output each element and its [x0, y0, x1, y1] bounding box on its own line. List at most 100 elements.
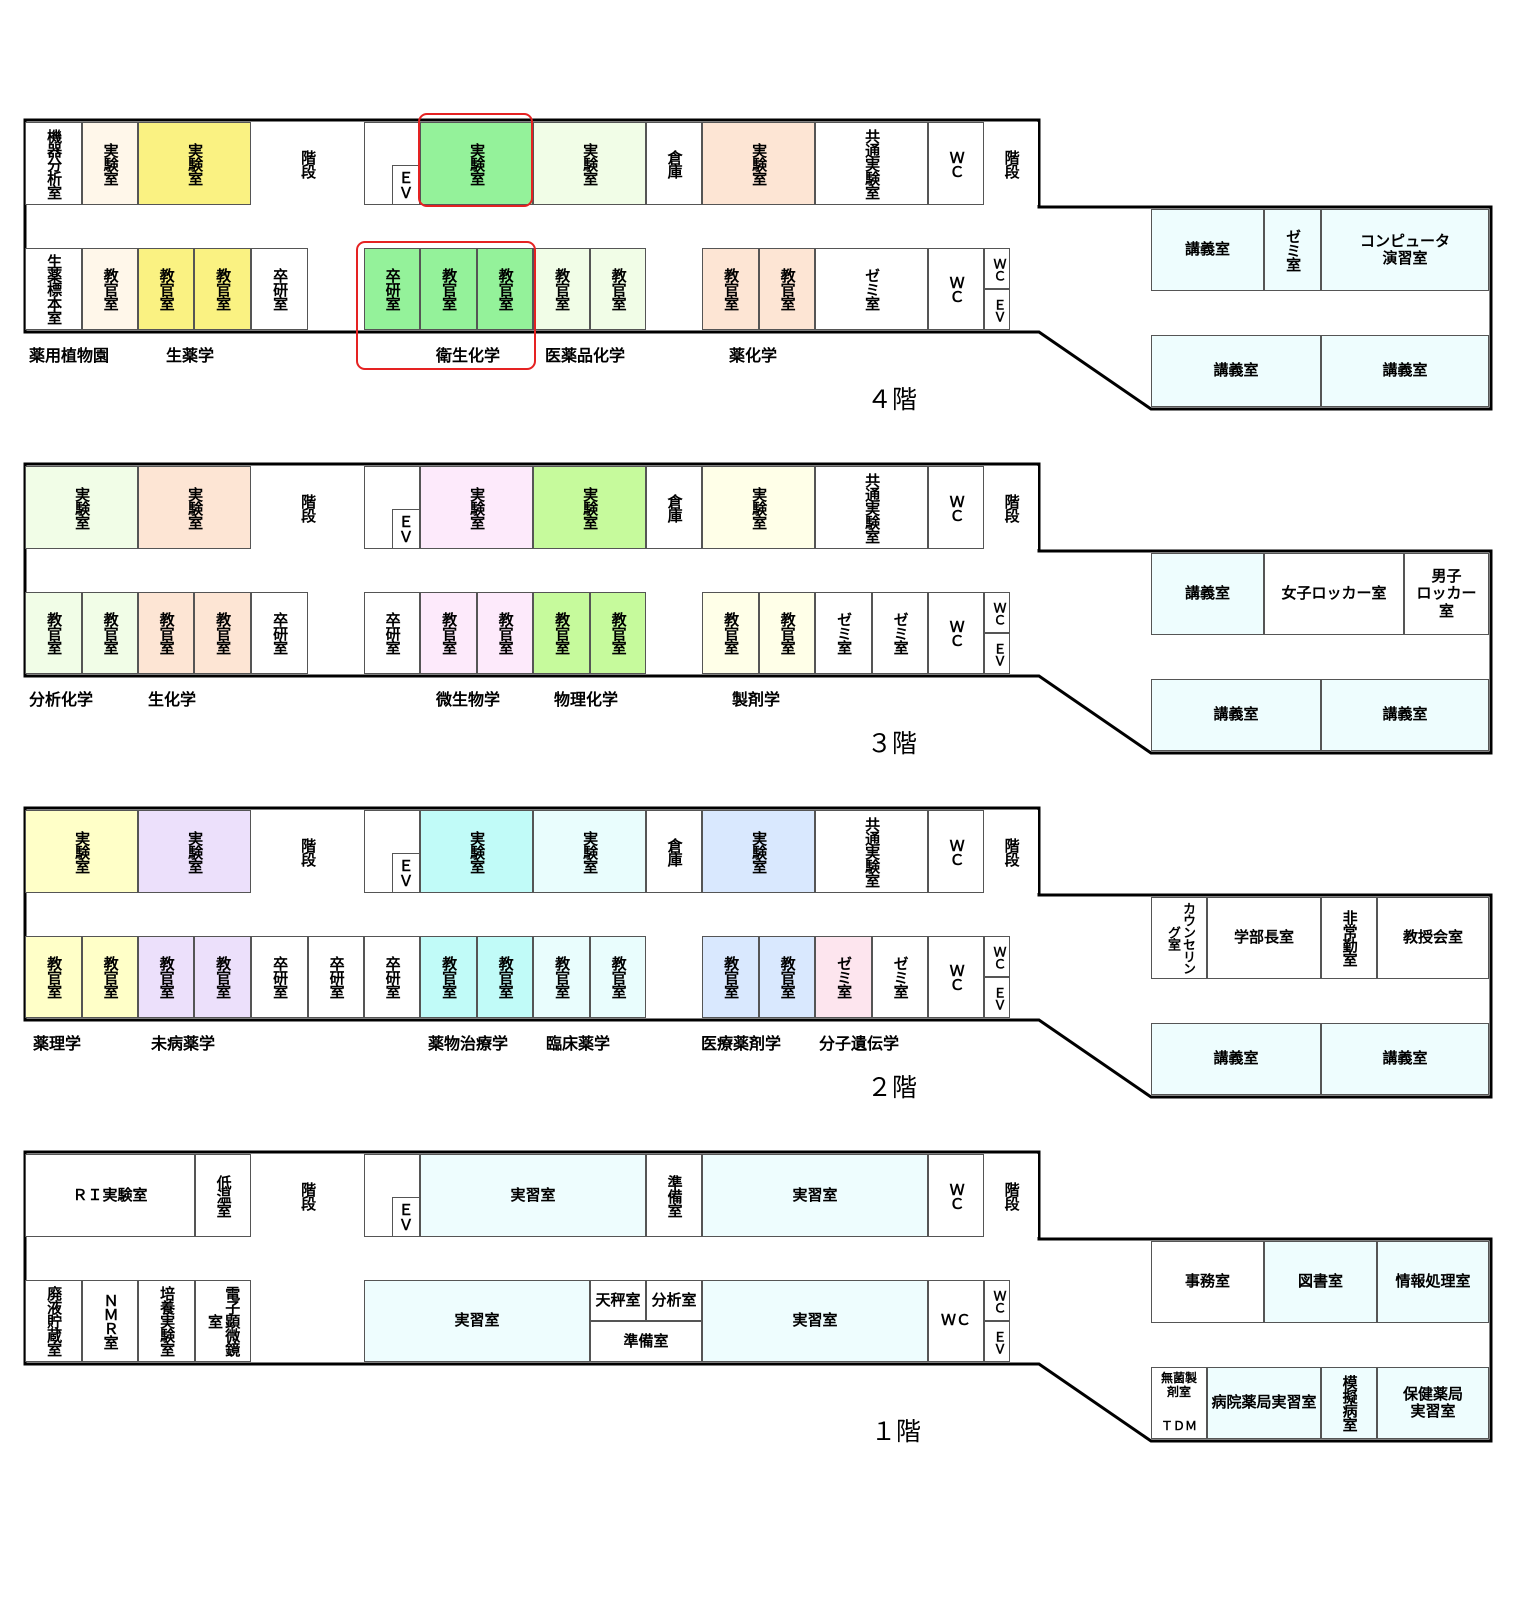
room-thesis: 卒研室: [308, 936, 364, 1018]
room-faculty: 教官室: [477, 592, 533, 674]
room-lecture: 講義室: [1151, 553, 1264, 635]
floor-title: １階: [871, 1417, 922, 1446]
room-lab: 実験室: [138, 810, 251, 893]
room-lab: 実験室: [533, 122, 646, 205]
room-prep: 準備室: [646, 1154, 702, 1237]
room-mock-ward: 模擬病室: [1321, 1367, 1377, 1439]
room-dean: 学部長室: [1207, 897, 1321, 979]
room-wc: ＷＣ: [928, 936, 984, 1018]
dept-label: 医薬品化学: [545, 346, 626, 365]
room-lecture: 講義室: [1321, 335, 1489, 407]
room-faculty: 教官室: [477, 936, 533, 1018]
room-practice: 実習室: [702, 1154, 928, 1237]
room-wc: ＷＣ: [928, 592, 984, 674]
room-faculty: 教官室: [759, 248, 815, 330]
room-thesis: 卒研室: [251, 592, 308, 674]
room-office: 事務室: [1151, 1241, 1264, 1323]
room-faculty: 教官室: [138, 936, 194, 1018]
dept-label: 未病薬学: [151, 1034, 216, 1053]
room-stairs: 階段: [251, 466, 364, 549]
room-computer-lab: コンピュータ 演習室: [1321, 209, 1489, 291]
room-balance: 天秤室: [590, 1280, 646, 1321]
room-thesis: 卒研室: [251, 248, 308, 330]
room-electron-microscope: 電子顕微鏡室: [195, 1280, 251, 1362]
room-lab: 実験室: [25, 466, 138, 549]
room-faculty: 教官室: [759, 592, 815, 674]
room-common-lab: 共通実験室: [815, 466, 928, 549]
room-stairs: 階段: [251, 810, 364, 893]
elevator: ＥＶ: [392, 165, 420, 205]
room-seminar: ゼミ室: [815, 248, 928, 330]
room-lecture: 講義室: [1321, 679, 1489, 751]
room-faculty: 教官室: [533, 248, 590, 330]
room-community-pharmacy-practice: 保健薬局 実習室: [1377, 1367, 1489, 1439]
room-seminar: ゼミ室: [815, 936, 872, 1018]
room-nmr: ＮＭＲ室: [82, 1280, 138, 1362]
room-storage: 倉庫: [646, 122, 702, 205]
room-faculty: 教官室: [759, 936, 815, 1018]
room-faculty: 教官室: [702, 936, 759, 1018]
floor-3-plan: 実験室 実験室 階段 ＥＶ 実験室 実験室 倉庫 実験室 共通実験室 ＷＣ 階段…: [0, 457, 1513, 758]
dept-label: 物理化学: [554, 690, 619, 709]
floor-title: ４階: [867, 385, 918, 414]
room-faculty: 教官室: [590, 248, 646, 330]
room-waste-storage: 廃液貯蔵室: [25, 1280, 82, 1362]
room-wc: ＷＣ: [928, 466, 984, 549]
room-lab: 実験室: [533, 466, 646, 549]
room-herbarium: 生薬標本室: [25, 248, 82, 330]
room-hospital-pharmacy-practice: 病院薬局実習室: [1207, 1367, 1321, 1439]
room-faculty: 教官室: [590, 592, 646, 674]
room-cold: 低温室: [195, 1154, 251, 1237]
room-faculty: 教官室: [82, 936, 138, 1018]
room-info-processing: 情報処理室: [1377, 1241, 1489, 1323]
room-library: 図書室: [1264, 1241, 1377, 1323]
room-instrument-analysis: 機器分析室: [25, 122, 82, 205]
dept-label: 生化学: [148, 690, 197, 709]
room-counseling: カウンセリング室: [1151, 897, 1207, 979]
floor-2-plan: 実験室 実験室 階段 ＥＶ 実験室 実験室 倉庫 実験室 共通実験室 ＷＣ 階段…: [0, 801, 1513, 1102]
room-lab: 実験室: [25, 810, 138, 893]
room-faculty: 教官室: [702, 248, 759, 330]
elevator: ＥＶ: [392, 853, 420, 893]
room-ri-lab: ＲＩ実験室: [25, 1154, 195, 1237]
room-faculty: 教官室: [194, 936, 251, 1018]
floor-4-outline: [23, 118, 1493, 411]
elevator-small: ＥＶ: [984, 633, 1010, 674]
room-women-locker: 女子ロッカー室: [1264, 553, 1404, 635]
room-wc-small: ＷＣ: [984, 1280, 1010, 1321]
room-faculty: 教官室: [420, 592, 477, 674]
room-lab: 実験室: [702, 466, 815, 549]
floor-title: ２階: [867, 1073, 918, 1102]
room-common-lab: 共通実験室: [815, 122, 928, 205]
room-faculty: 教官室: [533, 592, 590, 674]
room-wc: ＷＣ: [928, 1280, 984, 1362]
room-thesis-highlighted: 卒研室: [364, 248, 420, 330]
room-faculty: 教官室: [194, 592, 251, 674]
dept-label: 薬化学: [729, 346, 778, 365]
room-wc: ＷＣ: [928, 122, 984, 205]
room-faculty: 教官室: [82, 248, 138, 330]
floor-1-plan: ＲＩ実験室 低温室 階段 ＥＶ 実習室 準備室 実習室 ＷＣ 階段 廃液貯蔵室 …: [0, 1145, 1513, 1446]
room-men-locker: 男子 ロッカー 室: [1404, 553, 1489, 635]
dept-label: 衛生化学: [436, 346, 501, 365]
room-faculty: 教官室: [25, 936, 82, 1018]
elevator-small: ＥＶ: [984, 977, 1010, 1018]
room-faculty: 教官室: [194, 248, 251, 330]
room-wc-small: ＷＣ: [984, 248, 1010, 289]
room-stairs: 階段: [984, 466, 1038, 549]
room-analysis: 分析室: [646, 1280, 702, 1321]
room-faculty: 教官室: [138, 248, 194, 330]
room-lab: 実験室: [533, 810, 646, 893]
room-practice: 実習室: [364, 1280, 590, 1362]
room-lab: 実験室: [138, 122, 251, 205]
dept-label: 分析化学: [29, 690, 94, 709]
room-practice: 実習室: [702, 1280, 928, 1362]
room-lecture: 講義室: [1151, 209, 1264, 291]
room-faculty: 教官室: [25, 592, 82, 674]
room-lab: 実験室: [702, 810, 815, 893]
room-practice: 実習室: [420, 1154, 646, 1237]
room-lecture: 講義室: [1321, 1023, 1489, 1095]
floor-2-outline: [23, 806, 1493, 1099]
room-faculty: 教官室: [82, 592, 138, 674]
room-stairs: 階段: [984, 810, 1038, 893]
